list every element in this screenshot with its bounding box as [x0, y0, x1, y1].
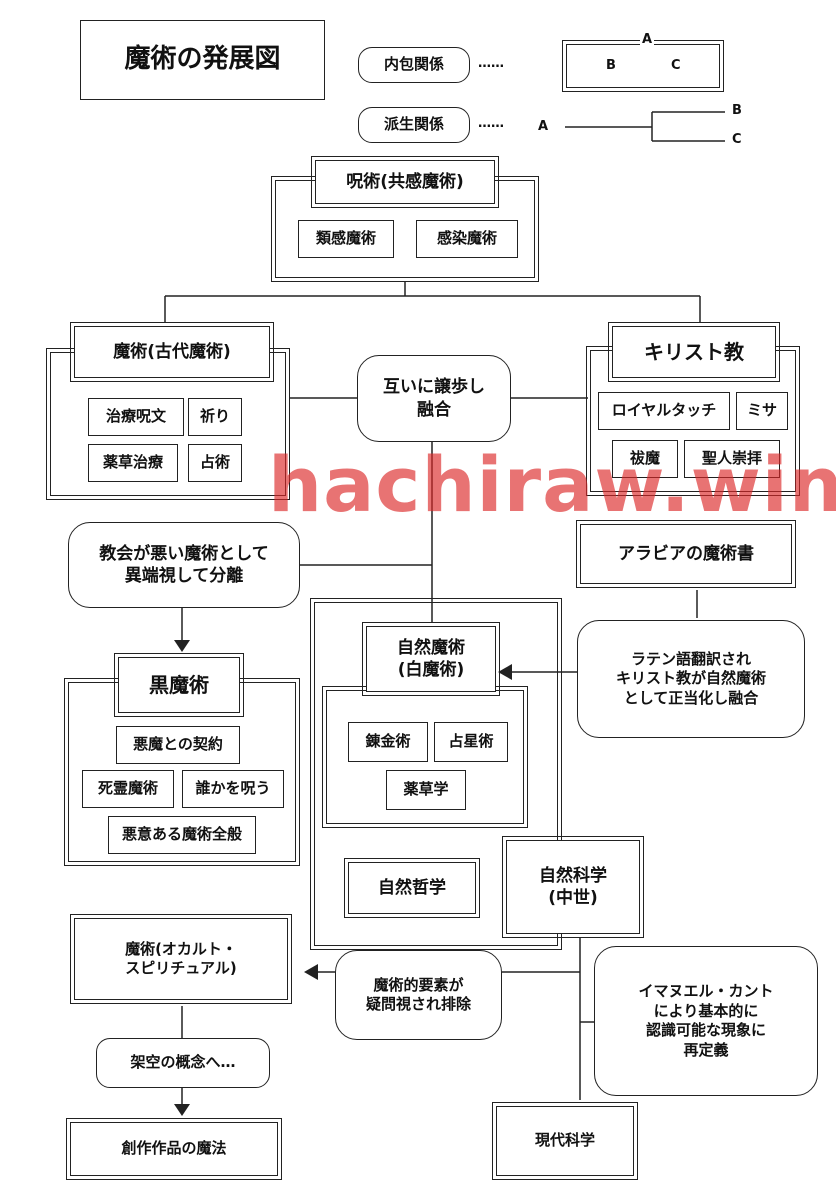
node-misa: ミサ — [736, 392, 788, 430]
legend-inclusion-dots: …… — [478, 56, 504, 71]
legend-inclusion-label: 内包関係 — [358, 47, 470, 83]
node-futsuma: 祓魔 — [612, 440, 678, 478]
legend-inclusion-c: C — [671, 58, 681, 73]
node-renkin: 錬金術 — [348, 722, 428, 762]
node-kant: イマヌエル・カント により基本的に 認識可能な現象に 再定義 — [594, 946, 818, 1096]
node-kagaku-chusei: 自然科学 (中世) — [502, 836, 644, 938]
node-yakuso: 薬草治療 — [88, 444, 178, 482]
legend-derivation-b: B — [732, 103, 742, 118]
legend-inclusion-a: A — [640, 32, 655, 47]
node-kodai: 魔術(古代魔術) — [70, 322, 274, 382]
node-kaku: 架空の概念へ… — [96, 1038, 270, 1088]
legend-derivation-label: 派生関係 — [358, 107, 470, 143]
node-sosaku: 創作作品の魔法 — [66, 1118, 282, 1180]
node-sensei: 占星術 — [434, 722, 508, 762]
node-arabia: アラビアの魔術書 — [576, 520, 796, 588]
node-gendai: 現代科学 — [492, 1102, 638, 1180]
node-uranai: 占術 — [188, 444, 242, 482]
node-haijo: 魔術的要素が 疑問視され排除 — [335, 950, 502, 1040]
node-kyokai: 教会が悪い魔術として 異端視して分離 — [68, 522, 300, 608]
node-kuro: 黒魔術 — [114, 653, 244, 717]
node-shirei: 死霊魔術 — [82, 770, 174, 808]
node-akui: 悪意ある魔術全般 — [108, 816, 256, 854]
legend-derivation-c: C — [732, 132, 742, 147]
legend-inclusion-frame — [562, 40, 724, 92]
node-seijin: 聖人崇拝 — [684, 440, 780, 478]
watermark: hachiraw.win — [268, 440, 836, 529]
node-kansen: 感染魔術 — [416, 220, 518, 258]
node-kirisuto: キリスト教 — [608, 322, 780, 382]
node-inori: 祈り — [188, 398, 242, 436]
node-shizen-majutsu: 自然魔術 (白魔術) — [362, 622, 500, 696]
node-chiryo: 治療呪文 — [88, 398, 184, 436]
node-tetsugaku: 自然哲学 — [344, 858, 480, 918]
node-yakusogaku: 薬草学 — [386, 770, 466, 810]
node-gokai: 互いに譲歩し 融合 — [357, 355, 511, 442]
node-latin: ラテン語翻訳され キリスト教が自然魔術 として正当化し融合 — [577, 620, 805, 738]
node-occult: 魔術(オカルト・ スピリチュアル) — [70, 914, 292, 1004]
natural-group — [310, 598, 562, 950]
node-akuma: 悪魔との契約 — [116, 726, 240, 764]
page-title: 魔術の発展図 — [80, 20, 325, 100]
legend-derivation-dots: …… — [478, 116, 504, 131]
node-noroi: 誰かを呪う — [182, 770, 284, 808]
node-ruikan: 類感魔術 — [298, 220, 394, 258]
legend-derivation-a: A — [538, 119, 549, 134]
node-royal: ロイヤルタッチ — [598, 392, 730, 430]
node-jujutsu: 呪術(共感魔術) — [311, 156, 499, 208]
legend-inclusion-b: B — [606, 58, 616, 73]
